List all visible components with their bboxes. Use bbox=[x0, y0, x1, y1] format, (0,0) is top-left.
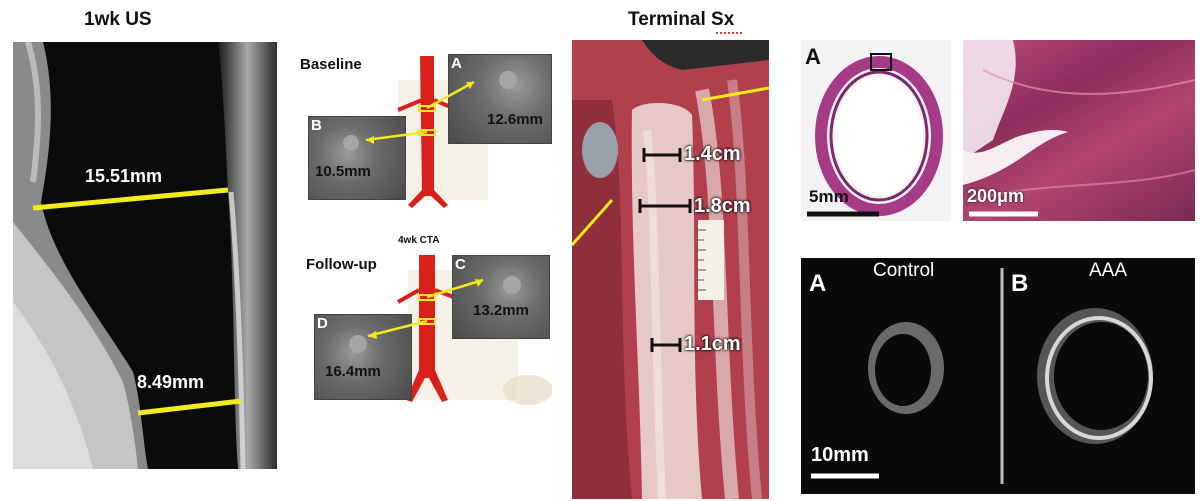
microct-letter-right: B bbox=[1011, 270, 1029, 297]
cta-panel-d-value: 16.4mm bbox=[325, 363, 381, 380]
microct-letter-left: A bbox=[809, 270, 827, 297]
cta-baseline-label: Baseline bbox=[300, 56, 362, 73]
surgery-title: Terminal Sx bbox=[628, 9, 735, 30]
cta-panel-d-letter: D bbox=[317, 315, 328, 332]
cta-arrows bbox=[365, 80, 484, 339]
histology-ring-graphic bbox=[807, 53, 943, 217]
cta-panel-b-letter: B bbox=[311, 117, 322, 134]
cta-panel: Baseline A 12.6mm B 10.5mm 4wk CTA Follo… bbox=[298, 40, 552, 408]
cta-panel-a-letter: A bbox=[451, 55, 462, 72]
histology-scale-left: 5mm bbox=[809, 187, 849, 206]
ultrasound-title: 1wk US bbox=[84, 9, 152, 30]
cta-panel-c-letter: C bbox=[455, 256, 466, 273]
measure-line-top bbox=[32, 187, 229, 211]
cta-panel-a-value: 12.6mm bbox=[487, 111, 543, 128]
microct-panel: A B Control AAA 10mm bbox=[801, 258, 1195, 494]
cta-panel-c-value: 13.2mm bbox=[473, 302, 529, 319]
histology-scale-right: 200μm bbox=[967, 186, 1025, 206]
histology-letter: A bbox=[805, 44, 821, 69]
ultrasound-measure-bottom: 8.49mm bbox=[137, 372, 205, 392]
histology-panel: A 5mm 200μm bbox=[801, 40, 1195, 221]
cta-panel-b-value: 10.5mm bbox=[315, 163, 371, 180]
surgery-measure-1: 1.4cm bbox=[684, 143, 741, 165]
surgery-photo: 1.4cm 1.8cm 1.1cm bbox=[572, 40, 769, 499]
surgery-measure-3: 1.1cm bbox=[684, 333, 741, 355]
microct-label-aaa: AAA bbox=[1089, 260, 1128, 281]
ultrasound-measure-top: 15.51mm bbox=[85, 166, 163, 186]
histology-overview: A 5mm bbox=[801, 40, 951, 221]
microct-label-control: Control bbox=[873, 260, 935, 281]
cta-subtitle: 4wk CTA bbox=[398, 235, 440, 246]
cta-followup-label: Follow-up bbox=[306, 256, 377, 273]
measure-line-bottom bbox=[137, 398, 242, 416]
ultrasound-image: 15.51mm 8.49mm bbox=[13, 42, 277, 469]
microct-graphic bbox=[811, 268, 1153, 484]
histology-zoom-graphic bbox=[963, 40, 1195, 217]
histology-zoom: 200μm bbox=[963, 40, 1195, 221]
surgery-underline-squiggle bbox=[716, 30, 742, 34]
surgery-tissue-graphic bbox=[572, 40, 769, 499]
surgery-measure-2: 1.8cm bbox=[694, 195, 751, 217]
cta-panel-a: A 12.6mm bbox=[448, 54, 552, 144]
microct-scale-label: 10mm bbox=[811, 444, 869, 466]
cta-panel-b: B 10.5mm bbox=[308, 116, 406, 200]
cta-panel-c: C 13.2mm bbox=[452, 255, 550, 339]
ultrasound-texture bbox=[13, 42, 277, 469]
